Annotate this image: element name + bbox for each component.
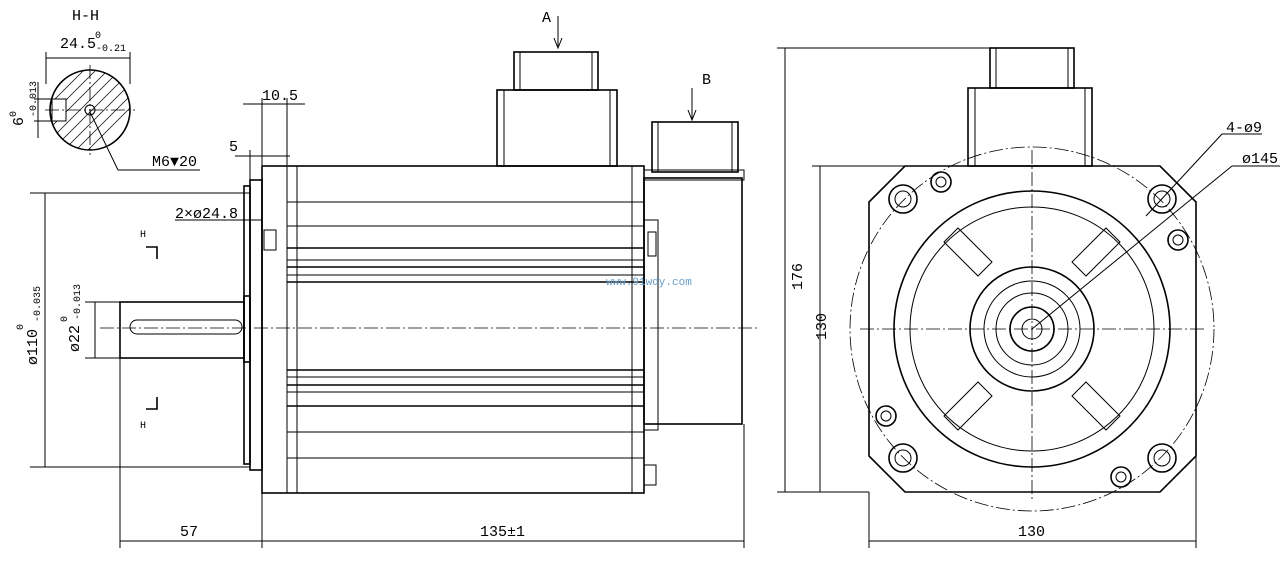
dim-57: 57 [180, 524, 198, 541]
connector-b-label: B [702, 72, 711, 89]
dim-10-5: 10.5 [262, 88, 298, 105]
key-depth-lower: -0.013 [29, 81, 40, 117]
shaft-diameter-value: ø22 [67, 325, 84, 352]
dim-5: 5 [229, 139, 238, 156]
section-mark-bottom: H [140, 421, 146, 432]
dim-130-horizontal: 130 [1018, 524, 1045, 541]
key-width-value: 24.5 [60, 36, 96, 53]
shaft-diameter-lower: -0.013 [73, 284, 84, 320]
thread-label: M6▼20 [152, 154, 197, 171]
bolt-circle-label: ø145 [1242, 151, 1278, 168]
holes-label: 2×ø24.8 [175, 206, 238, 223]
section-mark-top: H [140, 230, 146, 241]
mount-holes-label: 4-ø9 [1226, 120, 1262, 137]
key-depth-value: 6 [11, 117, 28, 126]
pilot-diameter-lower: -0.035 [33, 286, 44, 322]
key-width-upper: 0 [95, 31, 101, 42]
dim-135: 135±1 [480, 524, 525, 541]
dim-130-vertical: 130 [814, 313, 831, 340]
connector-a-label: A [542, 10, 551, 27]
front-view: 4-ø9 ø145 176 130 130 [777, 47, 1280, 548]
dim-176: 176 [790, 263, 807, 290]
key-width-lower: -0.21 [96, 44, 126, 55]
pilot-diameter-upper: 0 [16, 324, 27, 330]
section-title: H-H [72, 8, 99, 25]
pilot-diameter-value: ø110 [25, 329, 42, 365]
side-view: ø110 0 -0.035 ø22 0 -0.013 H H 10.5 5 2×… [16, 10, 760, 548]
key-depth-upper: 0 [9, 111, 20, 117]
shaft-diameter-upper: 0 [60, 316, 71, 322]
watermark: www.91wdy.com [606, 277, 692, 289]
section-h-h: H-H 24.5 0 -0.21 [9, 8, 200, 171]
